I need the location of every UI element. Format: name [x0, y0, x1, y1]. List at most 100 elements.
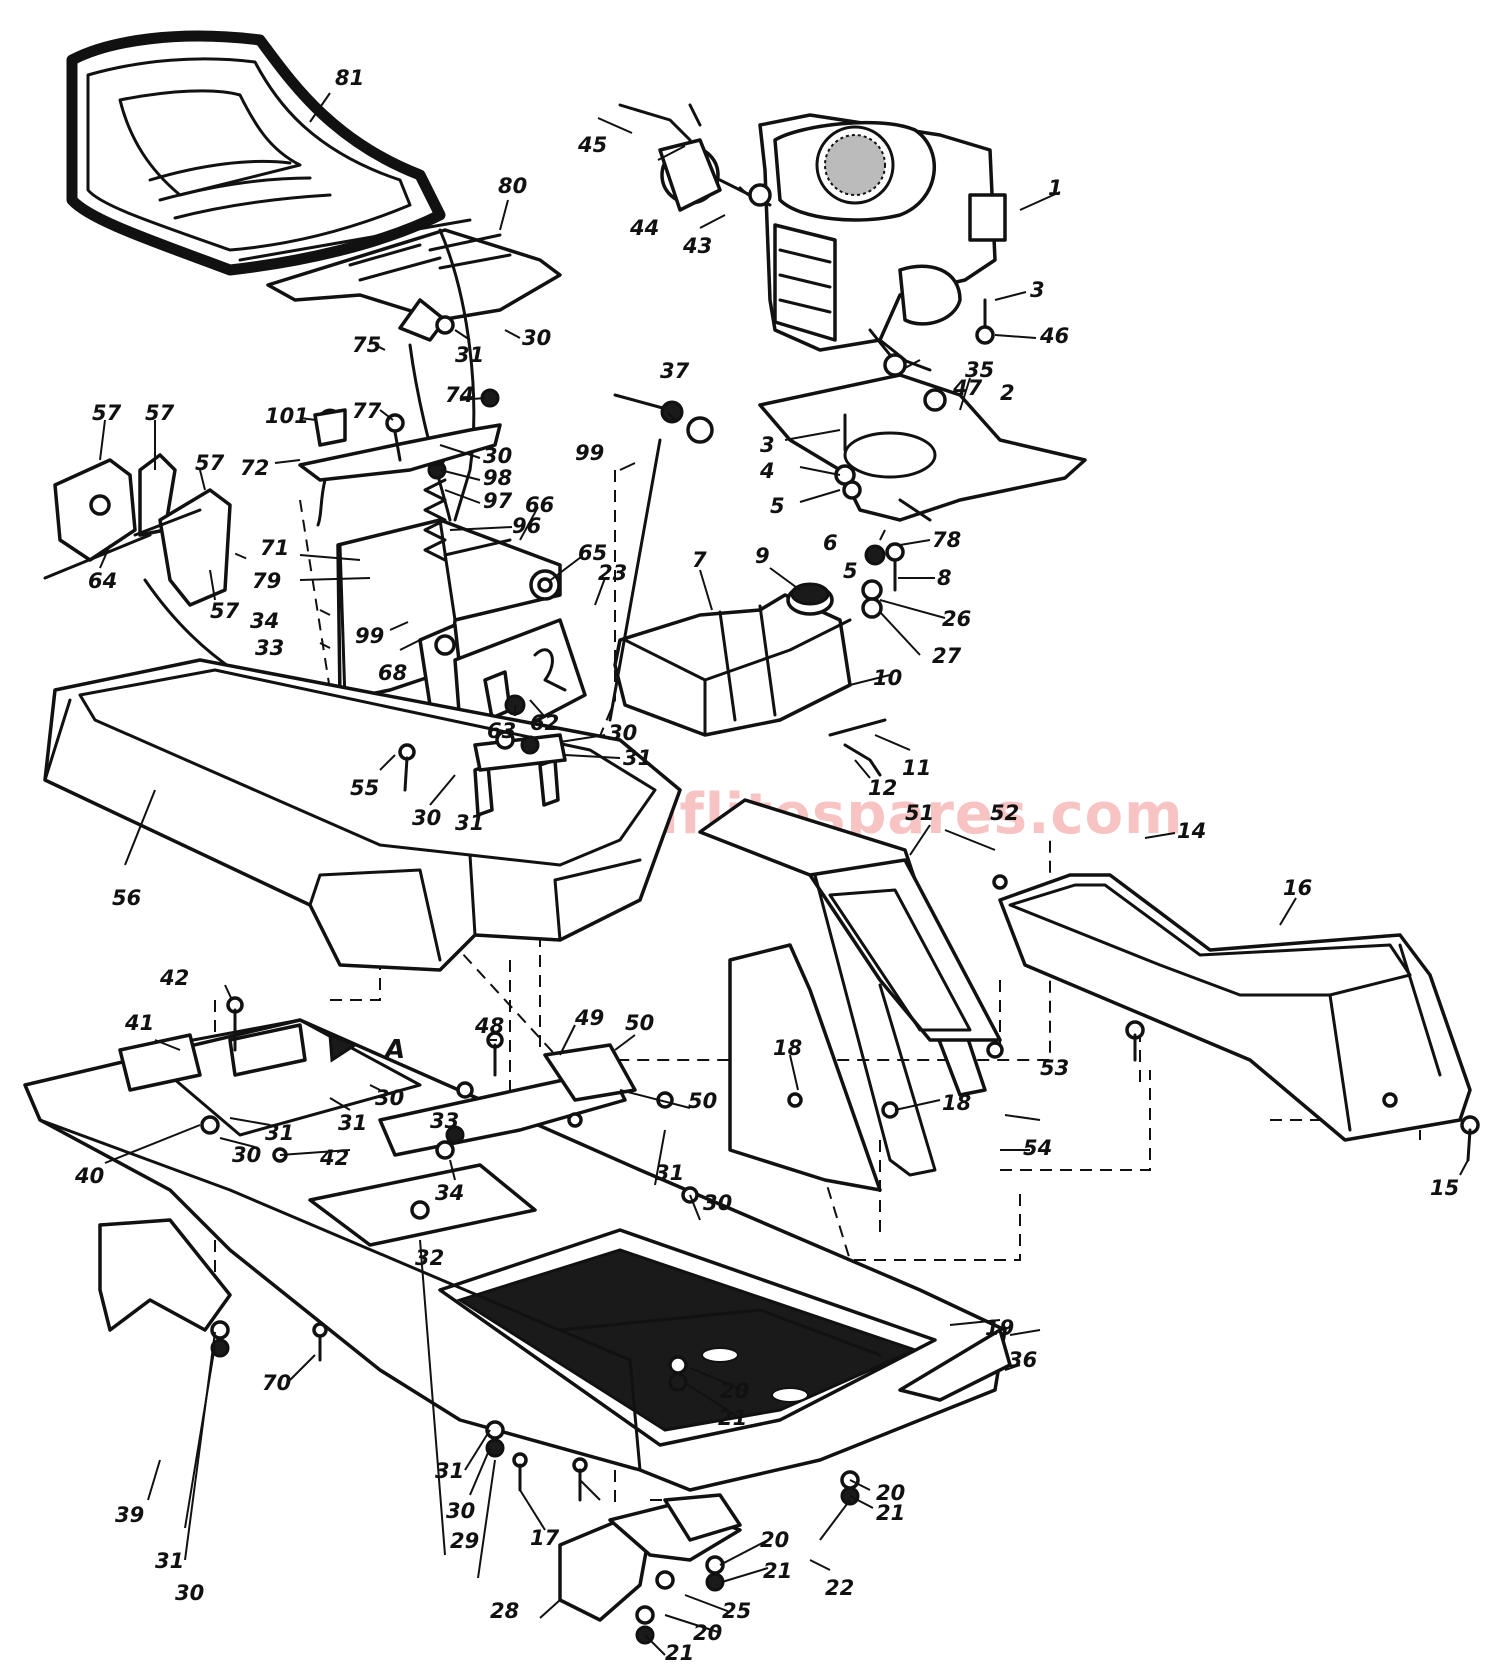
- callout-72: 72: [240, 456, 269, 480]
- engine-mounting-plate: [758, 373, 1087, 522]
- callout-32: 32: [415, 1246, 444, 1270]
- callout-30-seat: 30: [522, 326, 551, 350]
- callout-21-right: 21: [876, 1501, 905, 1525]
- callout-101: 101: [265, 404, 309, 428]
- callout-21-center: 21: [718, 1406, 747, 1430]
- callout-8: 8: [937, 566, 952, 590]
- callout-31-seat: 31: [455, 343, 484, 367]
- view-marker: A: [383, 1035, 405, 1065]
- callout-52: 52: [990, 801, 1019, 825]
- callout-45: 45: [577, 133, 607, 157]
- callout-10: 10: [873, 666, 902, 690]
- callout-labels: 81 80 1 3 46 35 2 47 45 44 43 3 4 5 6 5 …: [74, 66, 1459, 1664]
- seat: [66, 30, 472, 276]
- lift-levers: [398, 730, 567, 817]
- callout-30-frame: 30: [232, 1143, 261, 1167]
- callout-14: 14: [1177, 819, 1206, 843]
- callout-57-c: 57: [195, 451, 225, 475]
- frame-hardware: [200, 874, 1480, 1645]
- callout-77: 77: [352, 399, 382, 423]
- callout-54: 54: [1023, 1136, 1052, 1160]
- fuel-line-clip: [828, 718, 887, 777]
- callout-6: 6: [823, 531, 838, 555]
- callout-33-upper: 33: [255, 636, 284, 660]
- callout-64: 64: [88, 569, 117, 593]
- throttle-cable: [608, 393, 714, 722]
- callout-18-left: 18: [773, 1036, 802, 1060]
- leader-lines: [99, 92, 1469, 1656]
- callout-31-rear: 31: [435, 1459, 464, 1483]
- callout-53: 53: [1040, 1056, 1069, 1080]
- callout-43: 43: [682, 234, 712, 258]
- callout-30-rear: 30: [446, 1499, 475, 1523]
- callout-80: 80: [498, 174, 527, 198]
- callout-9: 9: [755, 544, 770, 568]
- callout-39: 39: [115, 1503, 144, 1527]
- floor-plate: [308, 1163, 537, 1247]
- callout-17: 17: [530, 1526, 560, 1550]
- callout-21-bottom: 21: [665, 1641, 694, 1664]
- callout-35: 35: [965, 358, 994, 382]
- callout-26: 26: [942, 607, 971, 631]
- callout-29: 29: [450, 1529, 479, 1553]
- callout-30-hood: 30: [412, 806, 441, 830]
- callout-55: 55: [350, 776, 379, 800]
- hood-hinge-brackets: [43, 453, 332, 712]
- callout-49: 49: [574, 1006, 604, 1030]
- callout-31-floor: 31: [655, 1161, 684, 1185]
- callout-65: 65: [578, 541, 607, 565]
- callout-96: 96: [512, 514, 541, 538]
- callout-48: 48: [474, 1014, 504, 1038]
- callout-20-hitch: 20: [760, 1528, 789, 1552]
- callout-97: 97: [483, 489, 513, 513]
- callout-30-deflector: 30: [175, 1581, 204, 1605]
- callout-3-upper: 3: [1030, 278, 1045, 302]
- hitch-plate: [558, 1493, 742, 1622]
- callout-71: 71: [260, 536, 289, 560]
- callout-2: 2: [1000, 381, 1015, 405]
- callout-44: 44: [629, 216, 659, 240]
- callout-50-upper: 50: [625, 1011, 654, 1035]
- callout-31-deflector: 31: [155, 1549, 184, 1573]
- seat-bracket: [266, 228, 562, 342]
- engine: [758, 113, 1007, 372]
- callout-27: 27: [932, 644, 962, 668]
- callout-30-linkage: 30: [483, 444, 512, 468]
- callout-51: 51: [905, 801, 934, 825]
- callout-37: 37: [660, 359, 690, 383]
- callout-36: 36: [1008, 1348, 1037, 1372]
- callout-66: 66: [525, 493, 554, 517]
- main-frame-chassis: [23, 1018, 1012, 1492]
- callout-70: 70: [262, 1371, 291, 1395]
- callout-5-right: 5: [843, 559, 858, 583]
- fuel-tank: [613, 582, 852, 737]
- callout-30-bracket: 30: [375, 1086, 404, 1110]
- callout-50-lower: 50: [688, 1089, 717, 1113]
- engine-hardware: [834, 298, 995, 619]
- view-arrow-icon: [328, 1032, 359, 1063]
- callout-40: 40: [74, 1164, 104, 1188]
- callout-78: 78: [932, 528, 961, 552]
- callout-74: 74: [445, 383, 474, 407]
- callout-1: 1: [1048, 176, 1063, 200]
- callout-41: 41: [124, 1011, 154, 1035]
- callout-18-right: 18: [942, 1091, 971, 1115]
- callout-23: 23: [598, 561, 627, 585]
- hood-body: [43, 658, 682, 972]
- callout-57-d: 57: [210, 599, 240, 623]
- callout-7: 7: [692, 548, 707, 572]
- callout-4: 4: [759, 459, 775, 483]
- callout-34-upper: 34: [250, 609, 279, 633]
- callout-79: 79: [252, 569, 281, 593]
- callout-57-b: 57: [145, 401, 175, 425]
- callout-20-bottom: 20: [693, 1621, 722, 1645]
- callout-81: 81: [335, 66, 364, 90]
- callout-42-lower: 42: [319, 1146, 349, 1170]
- callout-31-bracket: 31: [338, 1111, 367, 1135]
- callout-75: 75: [352, 333, 381, 357]
- callout-22: 22: [825, 1576, 854, 1600]
- callout-30-levers: 30: [608, 721, 637, 745]
- callout-21-hitch: 21: [763, 1559, 792, 1583]
- rear-deflector-plate: [98, 1218, 232, 1332]
